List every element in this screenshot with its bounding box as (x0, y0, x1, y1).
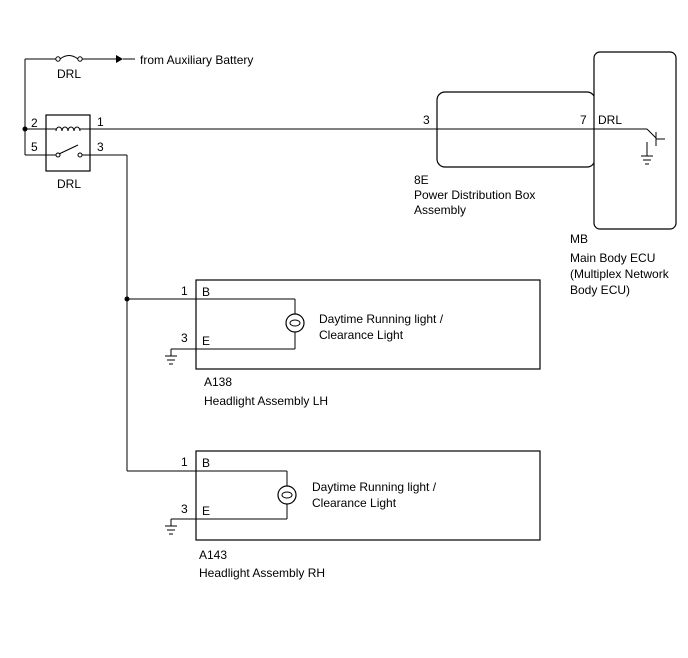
lh-lamp-line1: Daytime Running light / (319, 312, 444, 326)
rh-lamp-line1: Daytime Running light / (312, 480, 437, 494)
relay-pin-2: 2 (31, 116, 38, 130)
pdb-name-line2: Assembly (414, 203, 466, 217)
fuse-label: DRL (57, 67, 81, 81)
battery-source-label: from Auxiliary Battery (140, 53, 253, 67)
pdb-code: 8E (414, 173, 429, 187)
rh-code: A143 (199, 548, 227, 562)
relay-pin-3: 3 (97, 140, 104, 154)
headlight-rh-box (195, 450, 541, 541)
ecu-name-line3: Body ECU) (570, 283, 630, 297)
relay-pin-1: 1 (97, 115, 104, 129)
headlight-assembly-rh: 1 B 3 E Daytime Running light / Clearanc… (127, 450, 541, 580)
pdb-pin-3: 3 (423, 113, 430, 127)
arrow-left-icon (116, 55, 123, 63)
ecu-pin-7: 7 (580, 113, 587, 127)
ecu-name-line1: Main Body ECU (570, 251, 655, 265)
lamp-bulb-icon (285, 313, 305, 333)
relay-switch-icon (58, 144, 79, 155)
lh-pin-b-label: B (202, 285, 210, 299)
fuse-icon (59, 55, 79, 60)
fuse-terminal-right (77, 56, 83, 62)
relay-coil-icon (55, 126, 81, 132)
power-distribution-box: 3 8E Power Distribution Box Assembly (414, 91, 596, 217)
ecu-pin-label: DRL (598, 113, 622, 127)
relay-box (45, 114, 91, 172)
ecu-code: MB (570, 232, 588, 246)
ecu-box (593, 51, 677, 230)
rh-lamp-line2: Clearance Light (312, 496, 397, 510)
rh-pin-1: 1 (181, 455, 188, 469)
lamp-bulb-icon (277, 485, 297, 505)
rh-pin-3: 3 (181, 502, 188, 516)
ecu-name-line2: (Multiplex Network (570, 267, 670, 281)
lh-pin-e-label: E (202, 334, 210, 348)
main-body-ecu: 7 DRL MB Main Body ECU (Multiplex Networ… (570, 51, 677, 297)
fuse-drl: DRL from Auxiliary Battery (24, 53, 253, 155)
lh-pin-3: 3 (181, 331, 188, 345)
lh-name: Headlight Assembly LH (204, 394, 328, 408)
lh-pin-1: 1 (181, 284, 188, 298)
relay-pin-5: 5 (31, 140, 38, 154)
rh-pin-e-label: E (202, 504, 210, 518)
rh-pin-b-label: B (202, 456, 210, 470)
headlight-lh-box (195, 279, 541, 370)
relay-label: DRL (57, 177, 81, 191)
rh-name: Headlight Assembly RH (199, 566, 325, 580)
drl-relay: 2 5 1 3 DRL (22, 114, 104, 191)
pdb-name-line1: Power Distribution Box (414, 188, 535, 202)
headlight-assembly-lh: 1 B 3 E Daytime Running light / Clearanc… (127, 279, 541, 408)
lh-lamp-line2: Clearance Light (319, 328, 404, 342)
lh-code: A138 (204, 375, 232, 389)
ecu-transistor-icon (646, 128, 657, 139)
fuse-terminal-left (55, 56, 61, 62)
